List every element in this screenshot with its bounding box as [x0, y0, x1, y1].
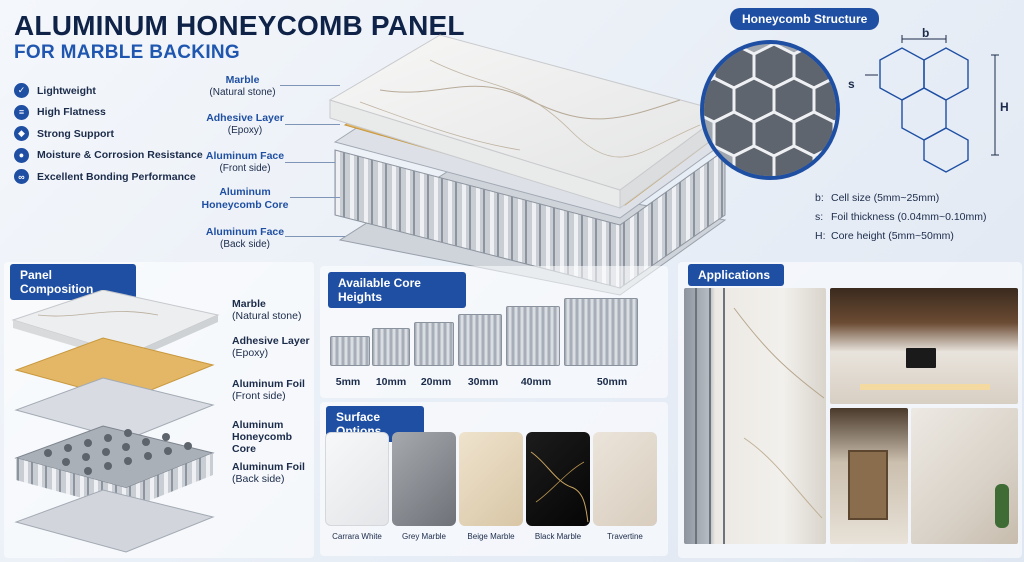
plant-icon [995, 484, 1009, 528]
layer-label: Adhesive Layer(Epoxy) [232, 335, 310, 359]
composition-labels: Marble(Natural stone) Adhesive Layer(Epo… [232, 298, 312, 498]
legend-row: b:Cell size (5mm~25mm) [815, 192, 940, 204]
honeycomb-dimension-diagram [865, 35, 999, 173]
swatch-label: Black Marble [534, 532, 582, 541]
panel-composition-heading: Panel Composition [10, 264, 136, 300]
swatch-label: Carrara White [332, 532, 382, 541]
feature-item: ≡High Flatness [14, 102, 203, 124]
core-sample [372, 328, 410, 366]
core-height-label: 20mm [420, 376, 452, 388]
callout-core: Aluminum Honeycomb Core [201, 186, 289, 211]
honeycomb-legend: b:Cell size (5mm~25mm) s:Foil thickness … [815, 192, 987, 249]
tv-icon [906, 348, 936, 368]
dimension-h-label: H [1000, 100, 1009, 114]
feature-item: ✓Lightweight [14, 80, 203, 102]
legend-row: H:Core height (5mm~50mm) [815, 230, 954, 242]
callout-line [285, 236, 345, 237]
swatch-grey-marble [392, 432, 456, 526]
level-icon: ≡ [14, 104, 29, 120]
applications-heading: Applications [688, 264, 784, 286]
check-icon: ✓ [14, 83, 29, 99]
core-sample [414, 322, 454, 366]
swatch-beige-marble [459, 432, 523, 526]
layer-label: Aluminum Foil(Front side) [232, 378, 305, 402]
link-icon: ∞ [14, 169, 29, 185]
swatch-travertine [593, 432, 657, 526]
feature-item: ∞Excellent Bonding Performance [14, 166, 203, 188]
core-height-label: 5mm [335, 376, 361, 388]
core-sample [458, 314, 502, 366]
core-sample [564, 298, 638, 366]
callout-line [285, 124, 340, 125]
light-strip [860, 384, 990, 390]
core-heights-heading: Available Core Heights [328, 272, 466, 308]
application-facade-image [684, 288, 826, 544]
dimension-b-label: b [922, 26, 930, 40]
swatch-carrara-white [325, 432, 389, 526]
layer-label: Marble(Natural stone) [232, 298, 302, 322]
swatch-label: Beige Marble [467, 532, 515, 541]
honeycomb-structure-heading: Honeycomb Structure [730, 8, 880, 30]
swatch-label: Travertine [607, 532, 643, 541]
application-living-room-image [830, 288, 1018, 404]
callout-face-back: Aluminum Face(Back side) [205, 226, 285, 250]
panel-cutaway-illustration [328, 34, 727, 296]
layer-label: Aluminum Foil(Back side) [232, 461, 305, 485]
callout-line [290, 197, 340, 198]
core-height-label: 30mm [467, 376, 499, 388]
honeycomb-closeup [700, 40, 840, 180]
callout-marble: Marble(Natural stone) [209, 74, 276, 98]
page-title: ALUMINUM HONEYCOMB PANEL [14, 10, 465, 41]
core-height-label: 40mm [520, 376, 552, 388]
callout-line [285, 162, 335, 163]
drop-icon: ● [14, 147, 29, 163]
callout-line [280, 85, 340, 86]
core-sample [506, 306, 560, 366]
callout-adhesive: Adhesive Layer(Epoxy) [206, 112, 284, 136]
elevator-door [848, 450, 888, 520]
swatch-black-marble [526, 432, 590, 526]
feature-item: ●Moisture & Corrosion Resistance [14, 145, 203, 167]
core-samples-row [326, 298, 662, 366]
application-elevator-lobby-image [830, 408, 908, 544]
dimension-s-label: s [848, 77, 855, 91]
shield-icon: ◆ [14, 126, 29, 142]
core-sample [330, 336, 370, 366]
callout-face-front: Aluminum Face(Front side) [205, 150, 285, 174]
exploded-layers-illustration [11, 290, 220, 553]
feature-list: ✓Lightweight ≡High Flatness ◆Strong Supp… [14, 80, 203, 188]
swatch-label: Grey Marble [401, 532, 446, 541]
page-subtitle: FOR MARBLE BACKING [14, 42, 240, 63]
core-height-label: 50mm [596, 376, 628, 388]
feature-item: ◆Strong Support [14, 123, 203, 145]
application-hall-image [911, 408, 1018, 544]
legend-row: s:Foil thickness (0.04mm~0.10mm) [815, 211, 987, 223]
core-height-label: 10mm [375, 376, 407, 388]
